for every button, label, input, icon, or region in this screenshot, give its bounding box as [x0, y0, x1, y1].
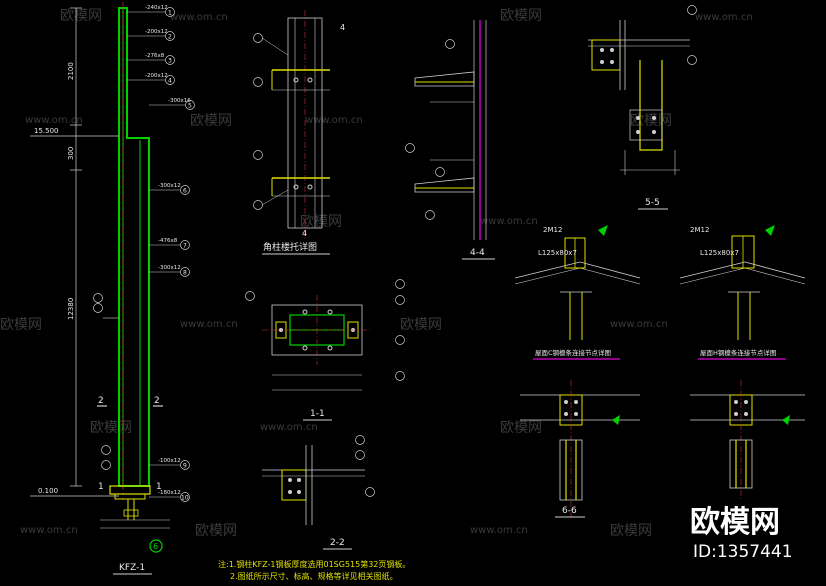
- callout-number: 6: [183, 188, 187, 195]
- callout-spec: -476x8: [158, 238, 178, 244]
- section-6-6-alt: [690, 380, 805, 500]
- watermark-url: www.om.cn: [470, 525, 528, 536]
- section-4-4: 4-4: [405, 20, 495, 260]
- dim-label: 300: [67, 147, 75, 160]
- callout-number: 7: [183, 243, 187, 250]
- angle-spec: L125x80x7: [538, 249, 577, 257]
- watermark-url: www.om.cn: [180, 319, 238, 330]
- watermark-url: www.om.cn: [305, 115, 363, 126]
- corner-bracket-title: 角柱楼托详图: [263, 241, 317, 253]
- section-22-title: 2-2: [330, 538, 345, 548]
- callout-number: 5: [188, 103, 192, 110]
- section-mark: 4: [302, 229, 307, 238]
- watermark-url: www.om.cn: [695, 12, 753, 23]
- column-callouts: 1 -240x12 2 -200x12 3 -276x8 4 -200x12 5…: [127, 5, 195, 502]
- callout-spec: -240x12: [145, 5, 168, 11]
- watermark-brand: 欧模网: [500, 420, 542, 436]
- callout-number: 4: [168, 78, 172, 85]
- watermark-brand: 欧模网: [500, 8, 542, 24]
- angle-spec: L125x80x7: [700, 249, 739, 257]
- dim-label: 2100: [67, 62, 75, 80]
- watermark-brand: 欧模网: [60, 8, 102, 24]
- callout-spec: -300x12: [158, 265, 181, 271]
- section-5-5: 5-5: [588, 5, 697, 210]
- marker-number: 6: [153, 542, 158, 551]
- section-mark: 4: [340, 23, 345, 32]
- section-mark: 2: [98, 396, 104, 406]
- note-line-2: 2.图纸所示尺寸、标高、规格等详见相关图纸。: [230, 571, 398, 581]
- bolt-spec: 2M12: [543, 226, 562, 234]
- callout-spec: -300x16: [168, 98, 191, 104]
- callout-number: 10: [181, 495, 189, 502]
- watermark-brand: 欧模网: [195, 523, 237, 539]
- watermark-brand: 欧模网: [610, 523, 652, 539]
- section-44-title: 4-4: [470, 248, 485, 258]
- section-66-title: 6-6: [562, 506, 577, 516]
- watermark-url: www.om.cn: [480, 216, 538, 227]
- node-b-title: 屋面H钢檩条连接节点详图: [700, 348, 776, 357]
- callout-number: 1: [168, 10, 172, 17]
- callout-spec: -100x12: [158, 458, 181, 464]
- section-mark: 1: [98, 482, 104, 492]
- callout-spec: -200x12: [145, 29, 168, 35]
- elevation-label: 0.100: [38, 487, 58, 495]
- brand-badge: 欧模网 ID:1357441: [690, 505, 793, 562]
- section-2-2: 2-2: [262, 435, 375, 550]
- watermark-url: www.om.cn: [25, 115, 83, 126]
- elevation-label: 15.500: [34, 127, 59, 135]
- watermark-brand: 欧模网: [0, 317, 42, 333]
- watermark-brand: 欧模网: [90, 420, 132, 436]
- watermark-url: www.om.cn: [610, 319, 668, 330]
- brand-id-text: ID:1357441: [693, 542, 793, 562]
- section-6-6: 6-6: [520, 380, 640, 520]
- watermark-url: www.om.cn: [260, 422, 318, 433]
- notes: 注:1.钢柱KFZ-1钢板厚度选用01SG515第32页钢板。 2.图纸所示尺寸…: [218, 559, 410, 581]
- section-55-title: 5-5: [645, 198, 660, 208]
- node-a-title: 屋面C钢檩条连接节点详图: [535, 348, 611, 357]
- brand-logo-text: 欧模网: [690, 505, 780, 540]
- watermark-url: www.om.cn: [20, 525, 78, 536]
- watermark-brand: 欧模网: [400, 317, 442, 333]
- watermark-brand: 欧模网: [300, 214, 342, 230]
- watermark-url: www.om.cn: [170, 12, 228, 23]
- callout-spec: -200x12: [145, 73, 168, 79]
- section-mark: 2: [154, 396, 160, 406]
- watermark-brand: 欧模网: [630, 113, 672, 129]
- watermark-layer: 欧模网 www.om.cn 欧模网 www.om.cn 欧模网 www.om.c…: [0, 8, 753, 539]
- dim-label: 12380: [67, 298, 75, 320]
- callout-number: 2: [168, 34, 172, 41]
- section-11-title: 1-1: [310, 409, 325, 419]
- callout-spec: -300x12: [158, 183, 181, 189]
- callout-number: 9: [183, 463, 187, 470]
- section-1-1: 1-1: [245, 279, 405, 421]
- column-kfz1: 2100 300 12380 15.500 0.100 2 2 1 1 1 -2…: [30, 2, 195, 575]
- column-title: KFZ-1: [119, 563, 145, 573]
- callout-spec: -276x8: [145, 53, 165, 59]
- callout-number: 8: [183, 270, 187, 277]
- corner-bracket-detail: 4 4 角柱楼托详图: [253, 10, 345, 255]
- note-line-1: 注:1.钢柱KFZ-1钢板厚度选用01SG515第32页钢板。: [218, 559, 410, 569]
- section-mark: 1: [156, 482, 162, 492]
- roof-node-a: 2M12 L125x80x7 屋面C钢檩条连接节点详图: [514, 225, 641, 360]
- callout-spec: -180x12: [158, 490, 181, 496]
- watermark-brand: 欧模网: [190, 113, 232, 129]
- roof-node-b: 2M12 L125x80x7 屋面H钢檩条连接节点详图: [679, 225, 806, 360]
- bolt-spec: 2M12: [690, 226, 709, 234]
- callout-number: 3: [168, 58, 172, 65]
